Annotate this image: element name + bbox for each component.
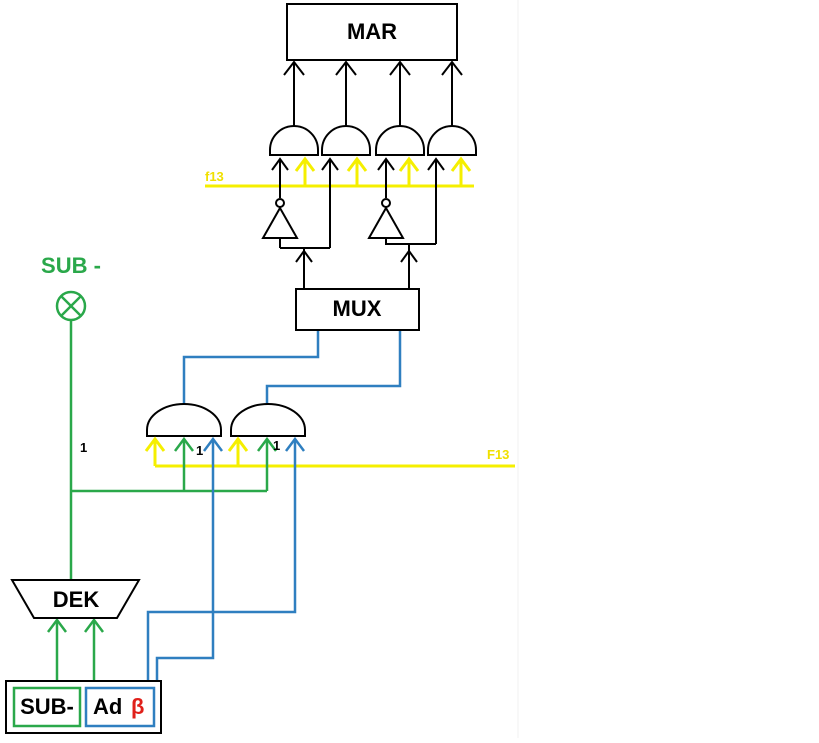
sub-title: SUB -: [41, 253, 101, 278]
and-to-mux-wires: [182, 331, 402, 410]
label-one-a: 1: [80, 440, 87, 455]
mux-label: MUX: [333, 296, 382, 321]
dek-label: DEK: [53, 587, 100, 612]
and-gate-4: [427, 125, 477, 156]
address-blue-wires: [146, 436, 305, 681]
sub-field: [12, 686, 82, 728]
and-gate-2: [321, 125, 371, 156]
address-field: [84, 686, 156, 728]
mux-output-wires: [279, 238, 436, 289]
and-gate-1: [269, 125, 319, 156]
f13-top-label: f13: [205, 169, 224, 184]
mar-label: MAR: [347, 19, 397, 44]
lower-and-gates: [146, 403, 306, 437]
beta-symbol: β: [131, 694, 144, 719]
F13-bottom-label: F13: [487, 447, 509, 462]
sub-field-label: SUB-: [20, 694, 74, 719]
instruction-register: SUB- Ad β: [5, 680, 162, 734]
sub-green-wires: [47, 320, 277, 681]
f13-signal-bus: [205, 156, 474, 188]
and-gate-3: [375, 125, 425, 156]
mux-block: MUX: [295, 288, 420, 331]
and-gate-6: [230, 403, 306, 437]
gate-input-wires: [271, 157, 445, 248]
address-field-label: Ad: [93, 694, 122, 719]
not-gate-1: [261, 198, 299, 239]
top-and-gates: [269, 125, 477, 156]
and-gate-5: [146, 403, 222, 437]
mar-register: MAR: [286, 3, 458, 61]
sub-lamp-icon: [55, 290, 87, 322]
decoder-block: DEK: [10, 579, 141, 619]
F13-signal-bus: [144, 436, 515, 468]
label-one-b: 1: [196, 443, 203, 458]
not-gate-2: [367, 198, 405, 239]
label-one-c: 1: [273, 438, 280, 453]
and-to-mar-wires: [283, 60, 463, 127]
